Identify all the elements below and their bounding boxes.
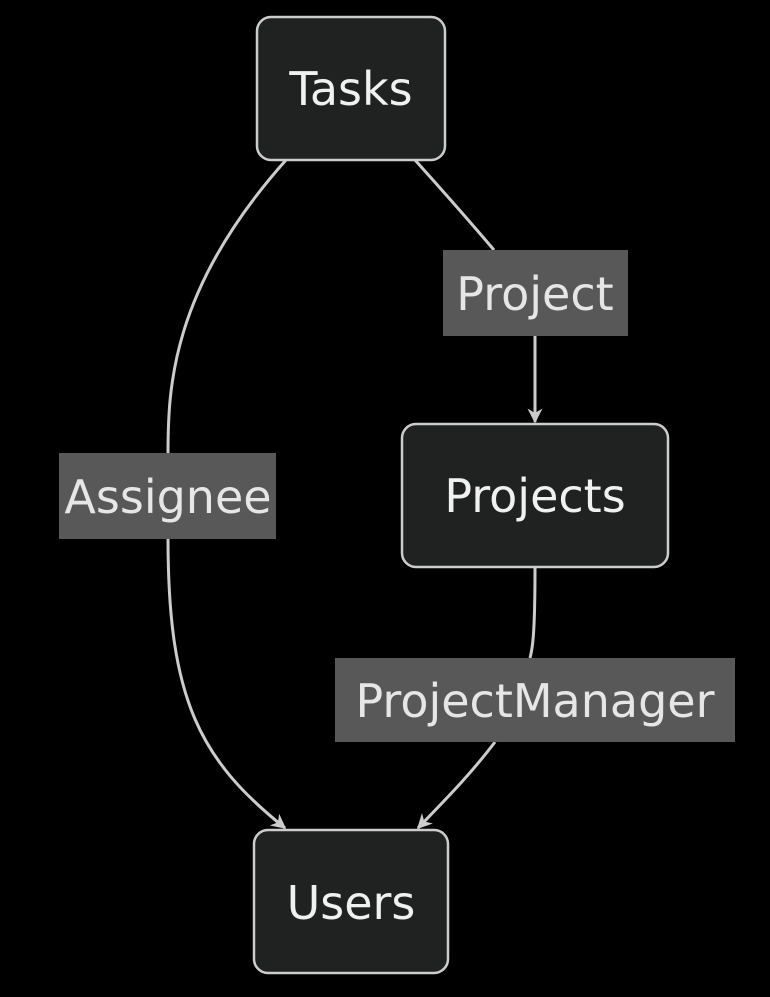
node-projects[interactable]: Projects: [400, 422, 670, 569]
node-projects-label: Projects: [444, 469, 625, 523]
edge-label-project-manager-text: ProjectManager: [355, 674, 714, 728]
edge-tasks-to-projects: [413, 158, 535, 422]
edge-label-assignee: Assignee: [59, 453, 276, 539]
edge-label-project-manager: ProjectManager: [335, 658, 735, 742]
node-tasks[interactable]: Tasks: [255, 15, 447, 162]
edge-label-project-text: Project: [456, 267, 613, 321]
node-users-label: Users: [287, 876, 416, 930]
edge-label-project: Project: [443, 250, 628, 336]
edge-projects-to-users: [418, 567, 537, 828]
node-tasks-label: Tasks: [288, 62, 412, 116]
edge-label-assignee-text: Assignee: [64, 470, 271, 524]
node-users[interactable]: Users: [252, 828, 450, 975]
